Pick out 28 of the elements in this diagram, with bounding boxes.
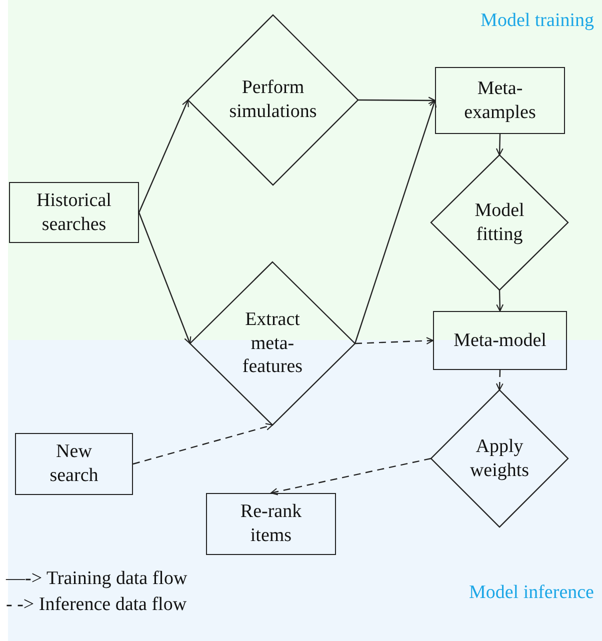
node-label: Perform simulations: [228, 76, 318, 124]
process-box: [433, 311, 567, 370]
region-title: Model training: [480, 10, 594, 32]
node-label: Extract meta-features: [241, 308, 304, 380]
arrow: [358, 96, 436, 104]
arrow: [138, 212, 192, 344]
process-box: [15, 433, 133, 495]
node-label: Apply weights: [468, 434, 530, 482]
region-title: Model inference: [468, 582, 594, 604]
arrow: [270, 458, 432, 496]
legend-note: - -> Inference data flow: [6, 594, 187, 616]
node-label: Model fitting: [474, 198, 526, 246]
node-label: Historical searches: [36, 188, 112, 236]
node-label: Meta-model: [454, 328, 546, 352]
legend-note: —-> Training data flow: [6, 568, 188, 590]
process-box: [9, 182, 139, 243]
arrow: [496, 290, 504, 312]
arrow: [354, 100, 437, 344]
process-box: [435, 67, 565, 134]
arrow: [354, 337, 434, 344]
process-box: [206, 493, 336, 555]
node-label: Meta-examples: [463, 76, 537, 124]
arrow: [132, 423, 274, 465]
arrow: [138, 99, 189, 213]
node-label: New search: [48, 440, 100, 488]
arrow: [496, 134, 504, 156]
arrow: [496, 370, 504, 391]
node-label: Re-rank items: [239, 500, 303, 548]
